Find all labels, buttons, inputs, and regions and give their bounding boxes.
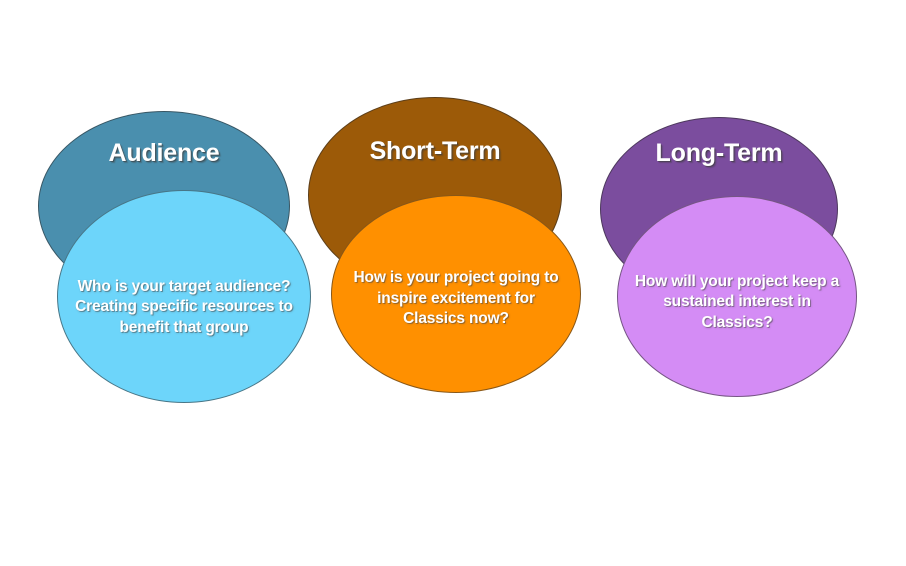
- long-term-front-circle[interactable]: How will your project keep a sustained i…: [617, 196, 857, 397]
- short-term-body-text: How is your project going to inspire exc…: [353, 269, 559, 328]
- long-term-body-text: How will your project keep a sustained i…: [634, 272, 840, 331]
- short-term-front-circle[interactable]: How is your project going to inspire exc…: [331, 195, 581, 393]
- audience-title: Audience: [108, 139, 220, 167]
- audience-body-text: Who is your target audience? Creating sp…: [75, 277, 293, 336]
- audience-front-circle[interactable]: Who is your target audience? Creating sp…: [57, 190, 311, 403]
- long-term-title: Long-Term: [655, 139, 783, 167]
- short-term-title: Short-Term: [369, 137, 501, 165]
